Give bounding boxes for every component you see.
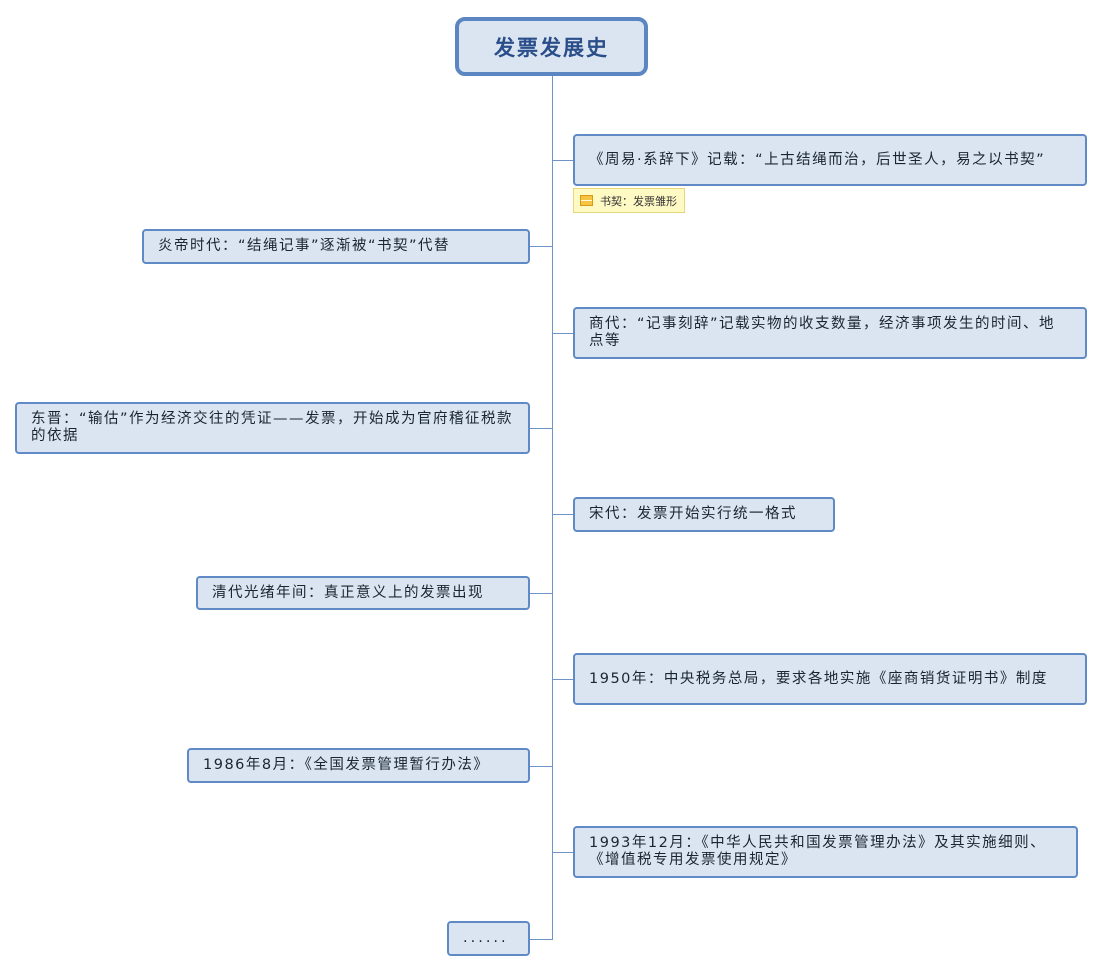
connector-yandi <box>529 246 552 247</box>
connector-1950 <box>552 679 573 680</box>
connector-song <box>552 514 573 515</box>
topic-yandi[interactable]: 炎帝时代：“结绳记事”逐渐被“书契”代替 <box>142 229 530 264</box>
root-topic[interactable]: 发票发展史 <box>455 17 648 76</box>
connector-more <box>529 939 552 940</box>
topic-shang[interactable]: 商代：“记事刻辞”记载实物的收支数量，经济事项发生的时间、地点等 <box>573 307 1087 359</box>
topic-song[interactable]: 宋代：发票开始实行统一格式 <box>573 497 835 532</box>
connector-shang <box>552 333 573 334</box>
connector-dongjin <box>529 428 552 429</box>
connector-1986 <box>529 766 552 767</box>
note-callout[interactable]: 书契：发票雏形 <box>573 188 685 213</box>
connector-1993 <box>552 852 573 853</box>
topic-more[interactable]: ...... <box>447 921 530 956</box>
connector-qing <box>529 593 552 594</box>
topic-1993[interactable]: 1993年12月：《中华人民共和国发票管理办法》及其实施细则、《增值税专用发票使… <box>573 826 1078 878</box>
topic-1986[interactable]: 1986年8月：《全国发票管理暂行办法》 <box>187 748 530 783</box>
topic-zhouyi[interactable]: 《周易·系辞下》记载：“上古结绳而治，后世圣人，易之以书契” <box>573 134 1087 186</box>
note-text: 书契：发票雏形 <box>600 194 677 208</box>
topic-qing[interactable]: 清代光绪年间：真正意义上的发票出现 <box>196 576 530 610</box>
connector-zhouyi <box>552 160 573 161</box>
topic-dongjin[interactable]: 东晋：“输估”作为经济交往的凭证——发票，开始成为官府稽征税款的依据 <box>15 402 530 454</box>
note-icon <box>580 195 593 206</box>
topic-1950[interactable]: 1950年：中央税务总局，要求各地实施《座商销货证明书》制度 <box>573 653 1087 705</box>
spine-line <box>552 76 553 940</box>
